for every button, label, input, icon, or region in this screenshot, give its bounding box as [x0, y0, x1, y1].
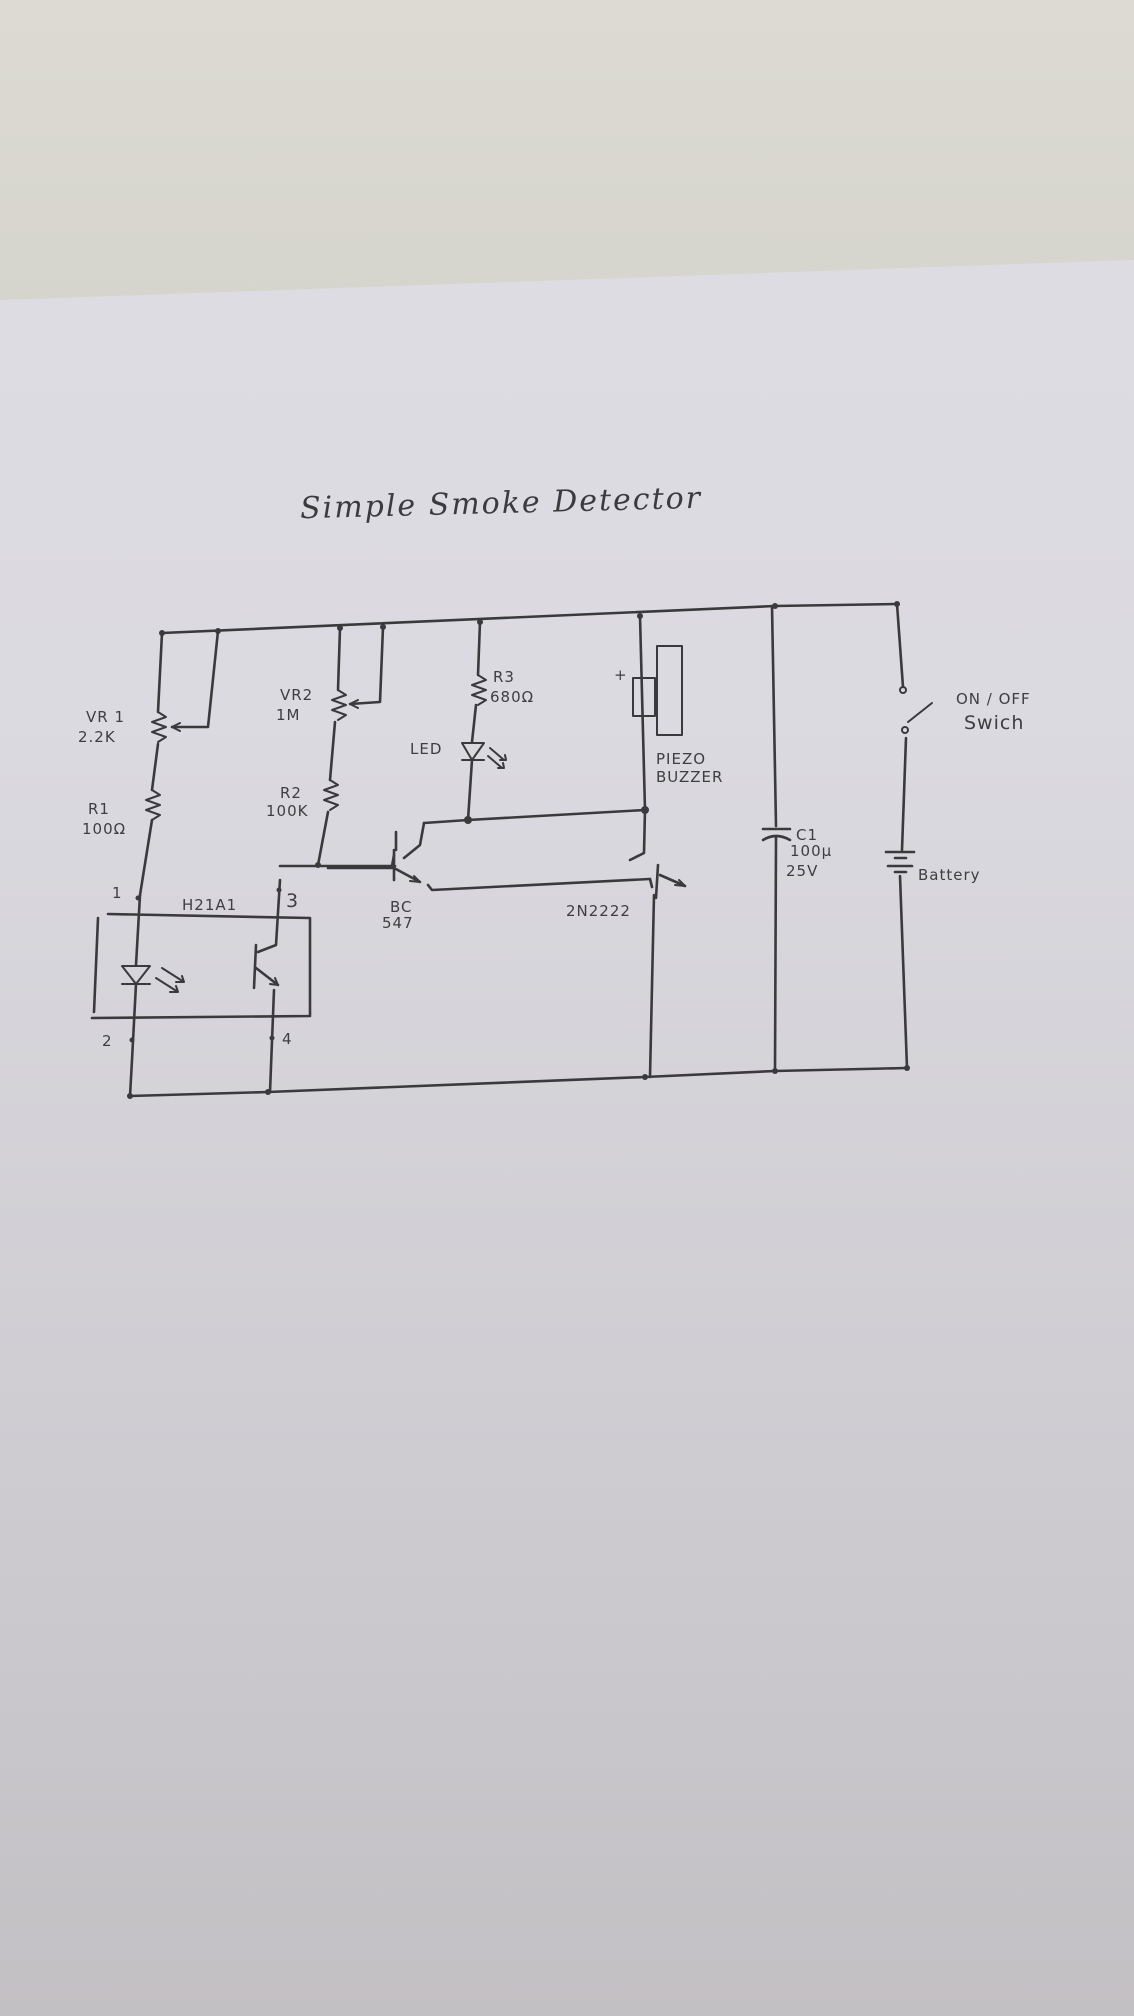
r3-label: R3	[493, 668, 515, 686]
switch-label-line1: ON / OFF	[956, 690, 1031, 708]
c1-value: 100μ	[790, 842, 833, 860]
pin-2-label: 2	[102, 1032, 113, 1050]
pin-4-label: 4	[282, 1030, 293, 1048]
c1-label: C1	[796, 826, 819, 844]
capacitor-c1	[761, 604, 792, 1073]
vr2-value: 1M	[276, 706, 301, 724]
on-off-switch	[895, 602, 933, 734]
transistor-bc547	[390, 808, 652, 892]
r1-resistor	[138, 789, 161, 897]
led-label: LED	[410, 740, 443, 758]
led-diode	[461, 742, 507, 824]
optocoupler-h21a1	[90, 878, 312, 1098]
r3-value: 680Ω	[490, 688, 535, 706]
q2-label: 2N2222	[566, 902, 631, 920]
r2-resistor	[278, 779, 397, 870]
buzzer-label-line2: BUZZER	[656, 768, 724, 786]
pin-1-label: 1	[112, 884, 123, 902]
top-rail-wire	[160, 602, 899, 635]
q1-label-line1: BC	[390, 898, 413, 916]
vr1-potentiometer	[150, 629, 220, 792]
buzzer-polarity: +	[614, 666, 628, 684]
c1-voltage: 25V	[786, 862, 819, 880]
r1-label: R1	[88, 800, 110, 818]
r1-value: 100Ω	[82, 820, 127, 838]
bottom-rail-wire	[128, 1066, 909, 1098]
r2-value: 100K	[266, 802, 309, 820]
vr2-potentiometer	[328, 625, 385, 782]
switch-label-line2: Swich	[964, 712, 1025, 734]
vr2-label: VR2	[280, 686, 314, 704]
transistor-2n2222	[628, 808, 687, 1079]
buzzer-label-line1: PIEZO	[656, 750, 707, 768]
vr1-value: 2.2K	[78, 728, 116, 746]
battery	[884, 736, 916, 1070]
optocoupler-label: H21A1	[182, 896, 238, 914]
r2-label: R2	[280, 784, 302, 802]
pin-3-label: 3	[286, 890, 300, 912]
q1-label-line2: 547	[382, 914, 414, 932]
piezo-buzzer	[632, 614, 683, 814]
battery-label: Battery	[918, 866, 981, 884]
r3-resistor	[470, 620, 487, 744]
vr1-label: VR 1	[86, 708, 125, 726]
